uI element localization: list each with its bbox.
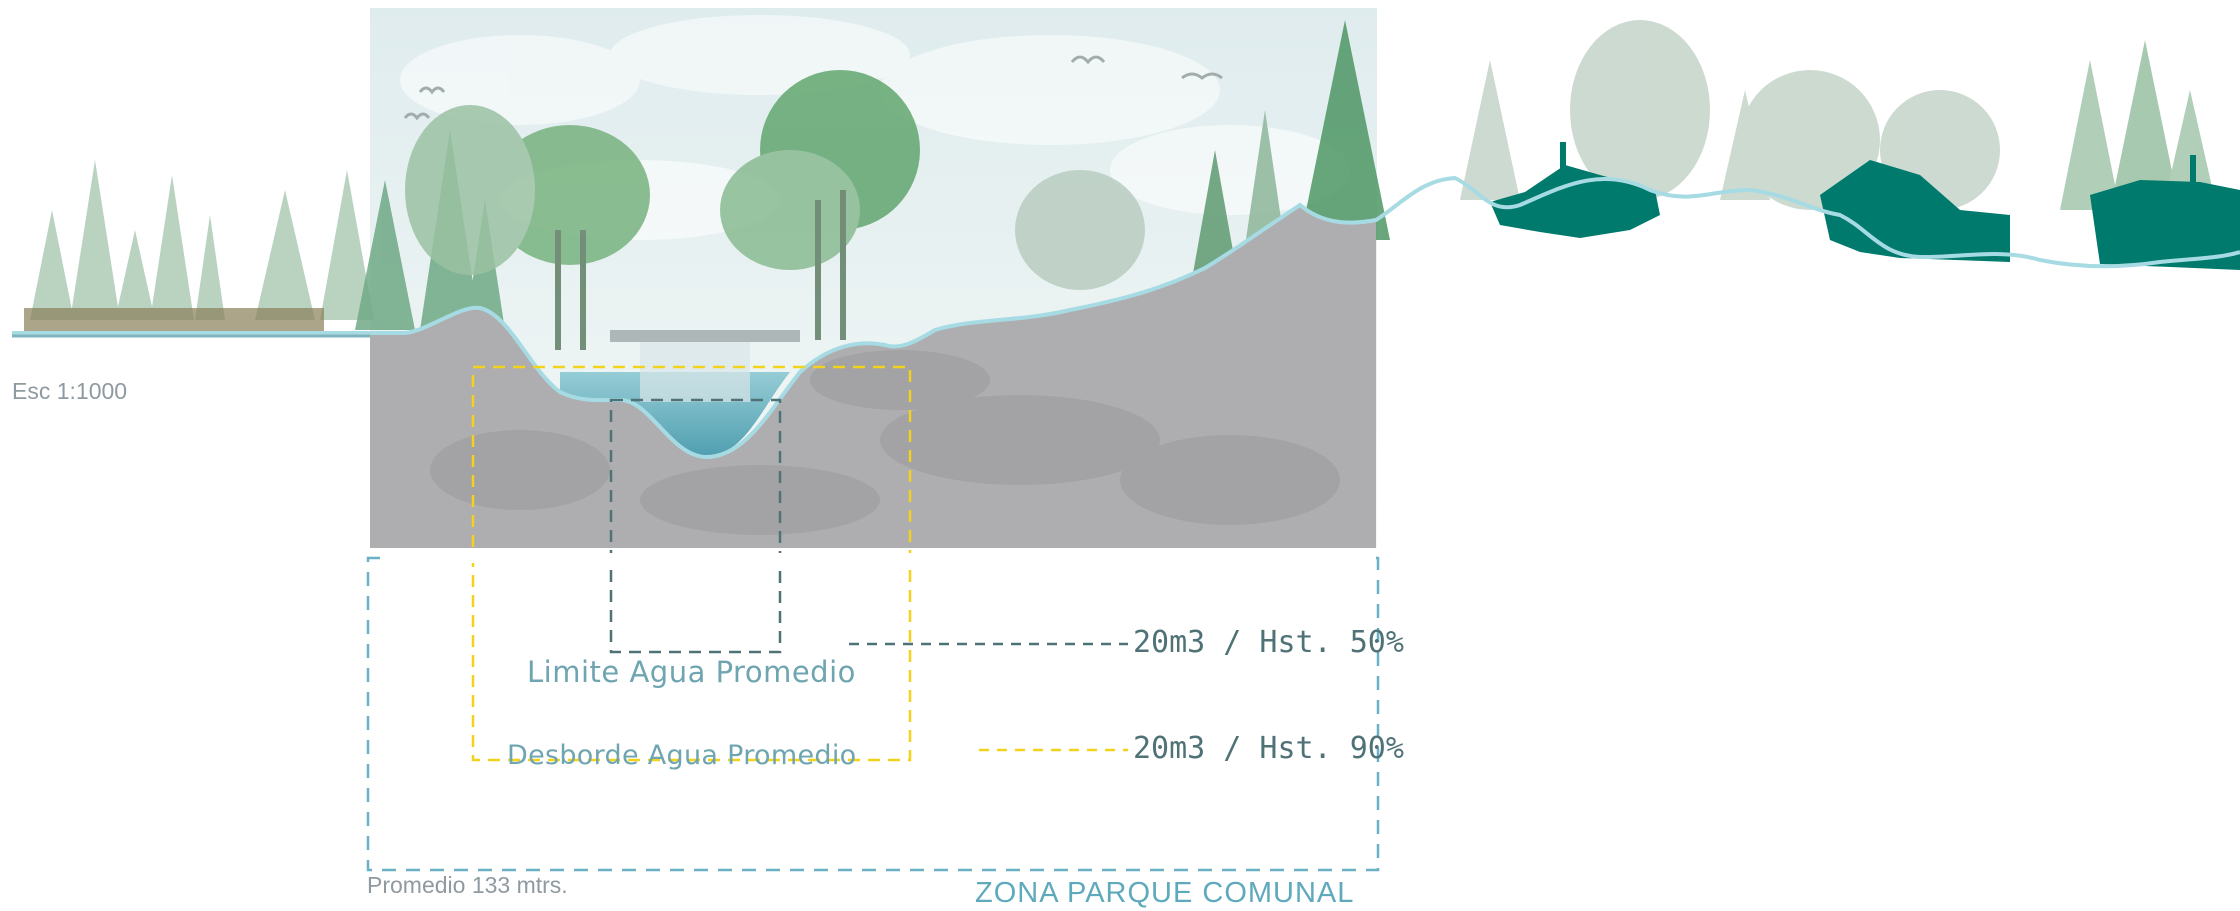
zone-bracket bbox=[366, 556, 1380, 872]
average-water-overflow-label: Desborde Agua Promedio bbox=[507, 740, 857, 771]
zone-bracket-top-mask bbox=[380, 553, 1366, 563]
flow-50-label: 20m3 / Hst. 50% bbox=[1133, 625, 1404, 660]
bird-icon bbox=[403, 55, 1223, 121]
reeds bbox=[24, 308, 324, 332]
terrain-waterline bbox=[12, 175, 2240, 460]
tree-icon bbox=[30, 160, 374, 320]
soil-texture bbox=[430, 350, 1340, 535]
soil-section bbox=[370, 205, 1376, 548]
bridge bbox=[610, 330, 800, 342]
average-water-limit-label: Limite Agua Promedio bbox=[527, 655, 856, 689]
bridge-opening bbox=[640, 342, 750, 402]
average-width-label: Promedio 133 mtrs. bbox=[367, 872, 568, 898]
overflow-limit-box bbox=[471, 365, 912, 762]
zone-title: ZONA PARQUE COMUNAL bbox=[975, 877, 1355, 909]
flow-90-label: 20m3 / Hst. 90% bbox=[1133, 731, 1404, 766]
average-limit-box bbox=[609, 398, 782, 654]
tree-icon bbox=[405, 20, 1390, 350]
tree-icon bbox=[1460, 20, 2215, 210]
scale-label: Esc 1:1000 bbox=[12, 378, 128, 404]
